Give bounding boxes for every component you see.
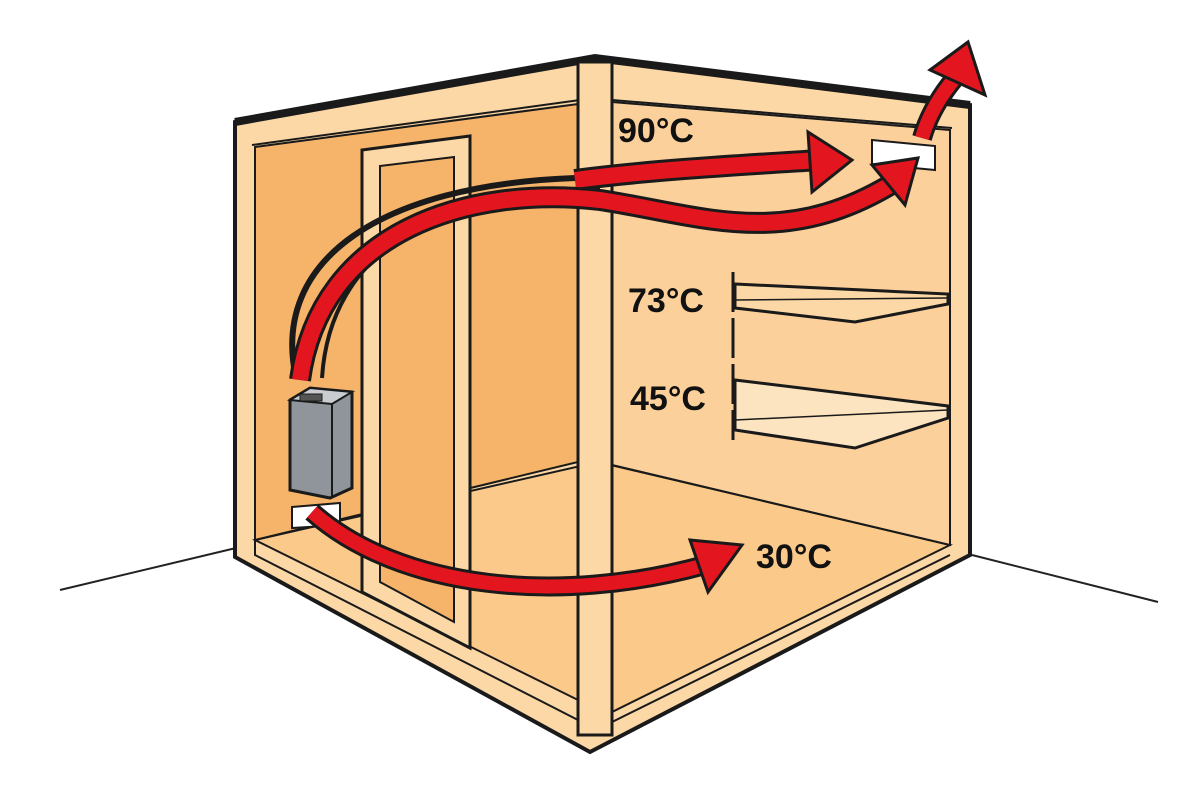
- ceiling-temperature-label: 90°C: [618, 112, 694, 150]
- top-inner-edge: [251, 99, 581, 146]
- floor-rail-left: [254, 540, 579, 721]
- hot-air-arrow-exhaust: [289, 156, 921, 382]
- lower-bench: [733, 378, 950, 450]
- ground-line-left: [59, 547, 237, 591]
- fresh-air-arrow-floor: [305, 504, 745, 597]
- door-opening: [379, 155, 455, 624]
- lower-bench-edge: [734, 409, 949, 421]
- ground-line-right: [971, 554, 1159, 603]
- corner-post: [576, 60, 614, 737]
- top-inner-edge-right: [611, 99, 953, 129]
- flow-line-outer: [289, 175, 576, 379]
- hot-air-arrow-ceiling: [573, 129, 855, 195]
- upper-bench-temperature-label: 73°C: [628, 282, 704, 320]
- upper-bench-edge: [734, 297, 949, 301]
- floor-temperature-label: 30°C: [756, 538, 832, 576]
- exhaust-out-arrow: [912, 39, 988, 141]
- upper-bench: [733, 282, 950, 324]
- sauna-heater-icon: [286, 386, 356, 500]
- top-edge: [234, 53, 971, 126]
- lower-bench-temperature-label: 45°C: [630, 380, 706, 418]
